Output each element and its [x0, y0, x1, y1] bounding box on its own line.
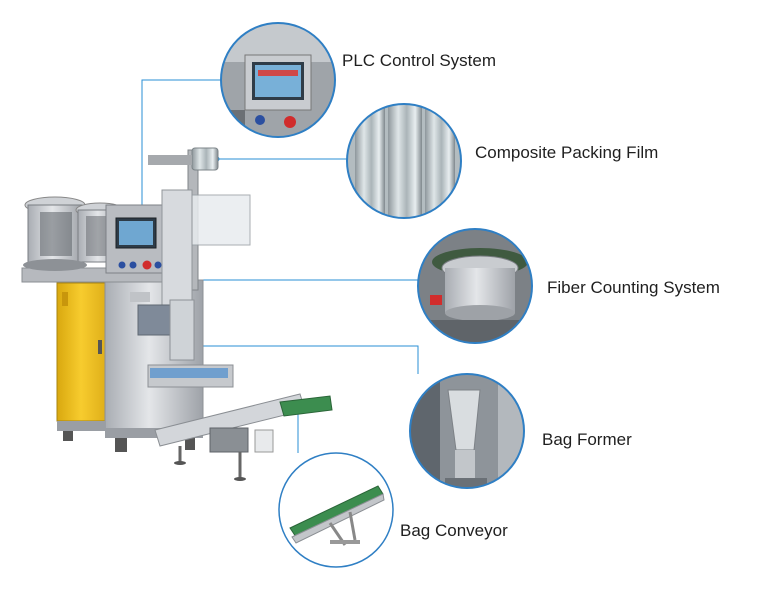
label-bag-conveyor: Bag Conveyor	[400, 521, 508, 540]
former-detail-circle	[409, 373, 525, 489]
label-fiber-counting-system: Fiber Counting System	[547, 278, 720, 297]
packing-machine	[21, 147, 333, 481]
film-roll	[191, 147, 219, 171]
plc-detail-circle	[220, 22, 336, 138]
label-bag-former: Bag Former	[542, 430, 632, 449]
fiber-detail-circle	[417, 228, 533, 344]
label-composite-packing-film: Composite Packing Film	[475, 143, 659, 162]
film-detail-circle	[346, 103, 462, 219]
leader-line-plc	[141, 79, 221, 240]
conveyor-detail-circle	[278, 452, 394, 568]
leader-line-former	[190, 345, 419, 374]
label-plc-control-system: PLC Control System	[342, 51, 496, 70]
